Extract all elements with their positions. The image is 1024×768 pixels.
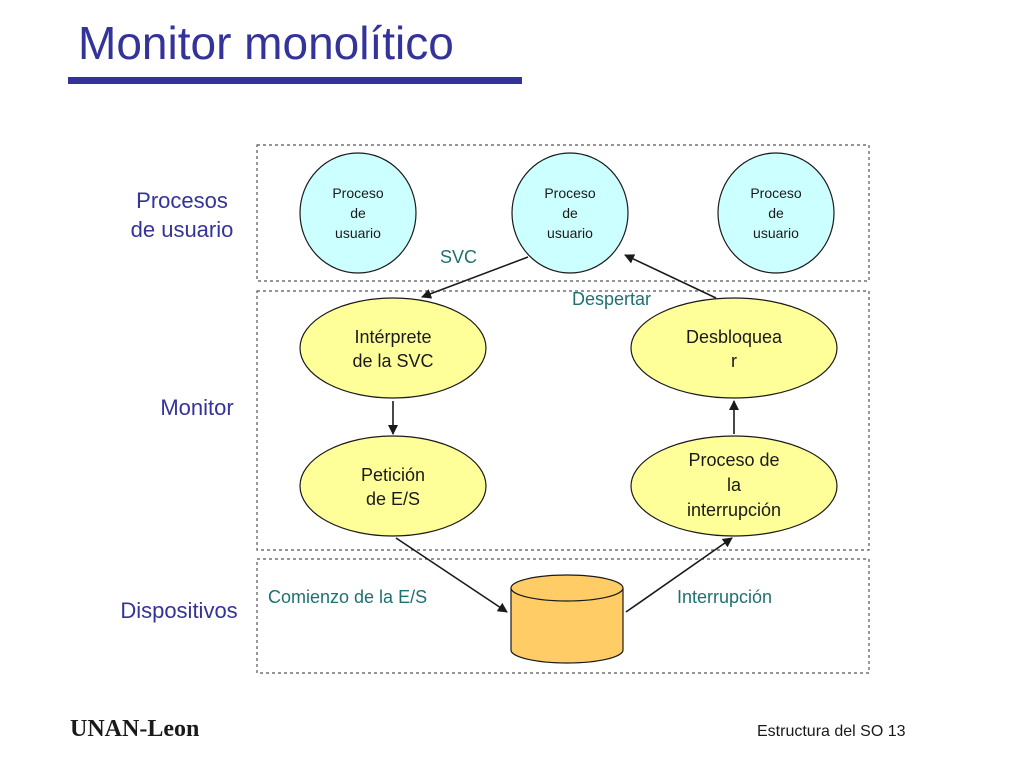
svc-arrow — [421, 256, 529, 299]
interrupt-process-label: Proceso de la interrupción — [686, 450, 782, 520]
unblock-label: Desbloquea r — [685, 327, 783, 371]
unblock-node — [630, 297, 838, 399]
user-layer-box — [256, 144, 870, 282]
svc-edge-label: SVC — [440, 247, 478, 267]
user-process-node-2 — [511, 152, 629, 274]
title-underline — [68, 77, 522, 84]
user-process-node-3 — [717, 152, 835, 274]
layer-label-monitor: Monitor — [160, 395, 234, 420]
io-request-node — [299, 435, 487, 537]
svc-interpreter-node — [299, 297, 487, 399]
io-start-arrow — [395, 537, 508, 613]
layer-label-user-processes: Procesos de usuario — [130, 188, 234, 242]
wake-arrow — [624, 254, 717, 299]
wake-edge-label: Despertar — [572, 289, 652, 309]
interrupt-arrow — [625, 537, 733, 613]
user-process-label-3: Proceso de usuario — [750, 185, 802, 241]
io-start-edge-label: Comienzo de la E/S — [268, 587, 428, 607]
user-process-node-1 — [299, 152, 417, 274]
footer-institution: UNAN-Leon — [70, 716, 200, 742]
device-cylinder — [510, 574, 624, 664]
interrupt-edge-label: Interrupción — [677, 587, 773, 607]
user-process-label-1: Proceso de usuario — [332, 185, 384, 241]
monitor-layer-box — [256, 290, 870, 551]
footer-slide-info: Estructura del SO 13 — [757, 723, 906, 740]
user-process-label-2: Proceso de usuario — [544, 185, 596, 241]
devices-layer-box — [256, 558, 870, 674]
io-request-label: Petición de E/S — [360, 465, 426, 509]
svc-interpreter-label: Intérprete de la SVC — [352, 327, 434, 371]
interrupt-process-node — [630, 435, 838, 537]
layer-label-devices: Dispositivos — [120, 598, 238, 623]
slide-title: Monitor monolítico — [78, 17, 454, 69]
